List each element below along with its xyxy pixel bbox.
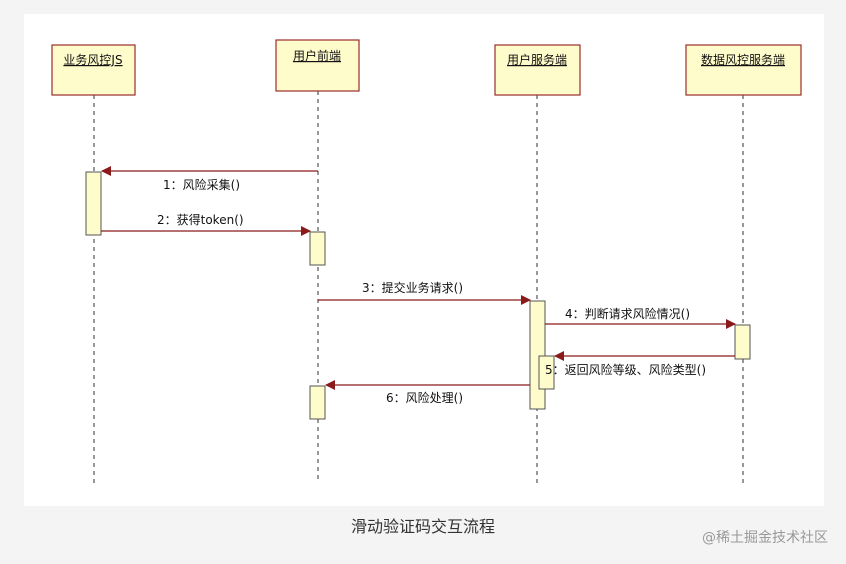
message-label-5: 5：返回风险等级、风险类型() — [545, 362, 706, 377]
diagram-caption: 滑动验证码交互流程 — [350, 517, 495, 536]
diagram-frame — [24, 14, 824, 506]
message-label-6: 6：风险处理() — [386, 390, 463, 405]
activation-user-server-nested — [538, 355, 555, 390]
activation-risk-js — [85, 171, 102, 236]
activation-frontend-1 — [309, 231, 326, 266]
message-label-1: 1：风险采集() — [163, 177, 240, 192]
participant-user-server: 用户服务端 — [494, 44, 581, 96]
activation-frontend-2 — [309, 385, 326, 420]
activation-risk-server — [734, 324, 751, 360]
message-label-2: 2：获得token() — [157, 212, 244, 227]
participant-label: 业务风控JS — [63, 52, 122, 67]
participant-label: 用户服务端 — [507, 52, 567, 67]
message-label-4: 4：判断请求风险情况() — [565, 306, 690, 321]
participant-risk-server: 数据风控服务端 — [685, 44, 802, 96]
participant-risk-js: 业务风控JS — [51, 44, 136, 96]
participant-label: 数据风控服务端 — [701, 52, 785, 67]
participant-frontend: 用户前端 — [275, 39, 360, 92]
watermark: @稀土掘金技术社区 — [702, 530, 828, 546]
activation-user-server — [529, 300, 546, 410]
message-label-3: 3：提交业务请求() — [362, 280, 463, 295]
participant-label: 用户前端 — [293, 48, 341, 63]
